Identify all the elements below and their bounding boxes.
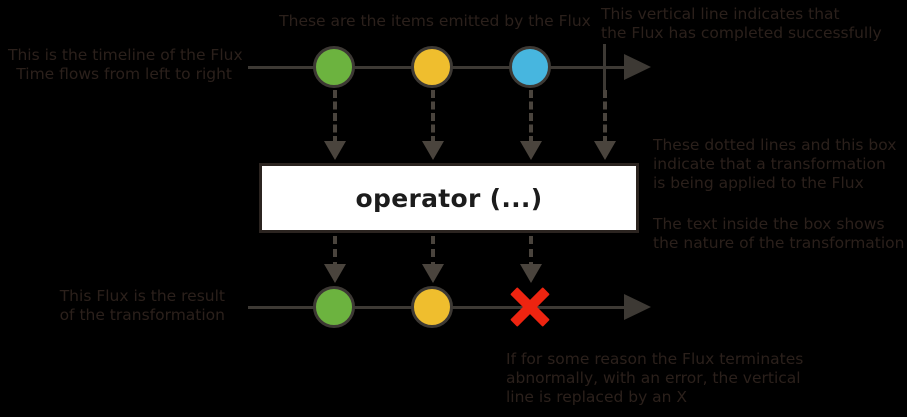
annotation-items-emitted: These are the items emitted by the Flux — [279, 12, 591, 30]
dotted-connector-out-green — [333, 236, 337, 270]
dotted-arrow-in-blue — [520, 141, 542, 160]
source-marble-blue — [509, 46, 551, 88]
dotted-arrow-in-yellow — [422, 141, 444, 160]
dotted-connector-in-yellow — [431, 90, 435, 144]
result-timeline-arrowhead — [624, 294, 651, 320]
dotted-arrow-in-green — [324, 141, 346, 160]
dotted-arrow-out-yellow — [422, 264, 444, 283]
dotted-connector-out-error — [529, 236, 533, 270]
annotation-timeline-left: This is the timeline of the Flux Time fl… — [8, 46, 243, 83]
annotation-result-flux: This Flux is the result of the transform… — [59, 287, 225, 324]
dotted-connector-out-yellow — [431, 236, 435, 270]
annotation-box-text-meaning: The text inside the box shows the nature… — [653, 215, 905, 252]
source-timeline-arrowhead — [624, 54, 651, 80]
completion-line-marker — [603, 44, 606, 90]
annotation-transformation: These dotted lines and this box indicate… — [653, 136, 897, 192]
annotation-error-termination: If for some reason the Flux terminates a… — [506, 350, 804, 406]
dotted-arrow-out-green — [324, 264, 346, 283]
dotted-arrow-out-error — [520, 264, 542, 283]
dotted-connector-in-completion — [603, 90, 607, 144]
source-marble-green — [313, 46, 355, 88]
dotted-arrow-in-completion — [594, 141, 616, 160]
error-x-icon — [506, 283, 554, 331]
dotted-connector-in-green — [333, 90, 337, 144]
annotation-completion-line: This vertical line indicates that the Fl… — [601, 5, 882, 42]
operator-box[interactable]: operator (...) — [259, 163, 639, 233]
operator-label: operator (...) — [355, 183, 543, 213]
dotted-connector-in-blue — [529, 90, 533, 144]
source-marble-yellow — [411, 46, 453, 88]
result-marble-yellow — [411, 286, 453, 328]
result-marble-green — [313, 286, 355, 328]
